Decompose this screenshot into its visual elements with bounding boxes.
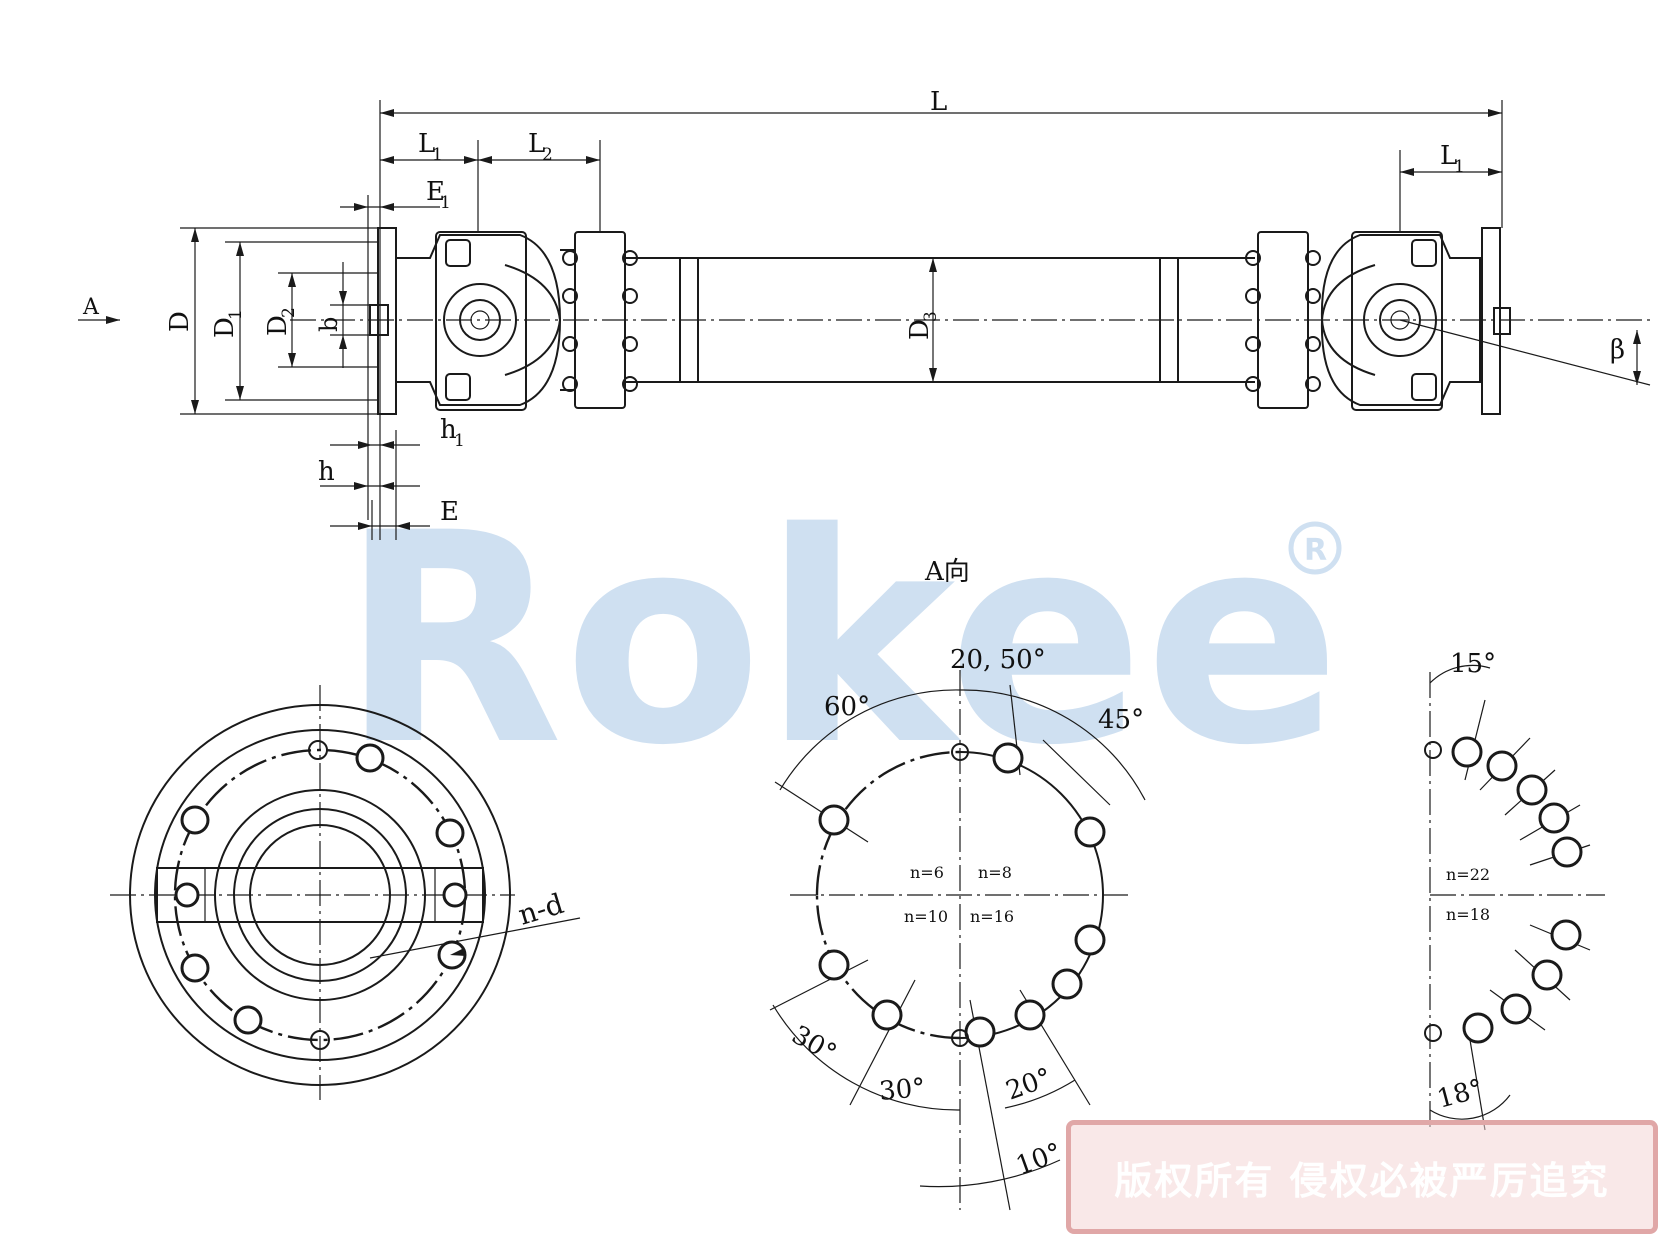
svg-text:n=8: n=8 — [978, 863, 1012, 882]
svg-text:L: L — [528, 129, 545, 159]
copyright-stamp-text: 版权所有 侵权必被严厉追究 — [1114, 1158, 1610, 1203]
watermark-brand: Rokee — [340, 472, 1341, 809]
svg-text:20, 50°: 20, 50° — [950, 645, 1046, 675]
side-view-dimensions: L L1 L2 L1 E1 h1 h E D D — [78, 87, 1641, 540]
svg-text:3: 3 — [921, 311, 941, 322]
svg-text:L: L — [1440, 141, 1457, 171]
svg-text:45°: 45° — [1098, 705, 1144, 735]
svg-text:D: D — [165, 311, 195, 332]
svg-text:1: 1 — [454, 431, 465, 451]
svg-text:n=16: n=16 — [970, 907, 1014, 926]
registered-mark-icon — [1288, 521, 1342, 575]
svg-text:n=6: n=6 — [910, 863, 944, 882]
n-d-label: n-d — [514, 887, 567, 932]
svg-text:b: b — [315, 317, 343, 332]
svg-text:1: 1 — [226, 309, 246, 320]
svg-text:1: 1 — [1454, 157, 1465, 177]
svg-text:18°: 18° — [1434, 1074, 1486, 1115]
copyright-stamp: 版权所有 侵权必被严厉追究 — [1066, 1120, 1658, 1234]
svg-text:D: D — [210, 317, 240, 338]
svg-text:15°: 15° — [1450, 649, 1496, 679]
svg-text:L: L — [418, 129, 435, 159]
view-a-title: A向 — [924, 557, 970, 587]
svg-text:D: D — [263, 315, 293, 336]
svg-text:20°: 20° — [1002, 1063, 1056, 1107]
rokee-watermark: Rokee R — [340, 472, 1342, 809]
svg-text:β: β — [1610, 335, 1625, 365]
shaft-side-view — [290, 227, 1651, 415]
svg-text:E: E — [426, 177, 445, 207]
svg-text:30°: 30° — [878, 1073, 927, 1107]
svg-text:30°: 30° — [787, 1020, 842, 1069]
svg-text:2: 2 — [279, 307, 299, 318]
svg-text:2: 2 — [542, 145, 553, 165]
svg-text:n=10: n=10 — [904, 907, 948, 926]
svg-text:1: 1 — [440, 193, 451, 213]
svg-text:n=22: n=22 — [1446, 865, 1490, 884]
svg-text:1: 1 — [432, 145, 443, 165]
view-a-arrow-label: A — [82, 295, 100, 320]
svg-text:60°: 60° — [824, 692, 870, 722]
svg-text:E: E — [440, 497, 459, 527]
right-flange-plate — [1481, 227, 1501, 415]
svg-text:h: h — [440, 415, 457, 445]
svg-text:10°: 10° — [1012, 1138, 1066, 1182]
flange-end-view: n-d — [110, 685, 581, 1100]
svg-text:h: h — [318, 457, 335, 487]
a-view-hole-pattern: A向 — [769, 557, 1146, 1211]
svg-text:D: D — [905, 319, 935, 340]
svg-text:L: L — [930, 87, 947, 117]
svg-text:R: R — [1304, 533, 1327, 568]
partial-hole-patterns: 15° 18° n=22 n=18 — [1424, 649, 1605, 1131]
svg-text:n=18: n=18 — [1446, 905, 1490, 924]
